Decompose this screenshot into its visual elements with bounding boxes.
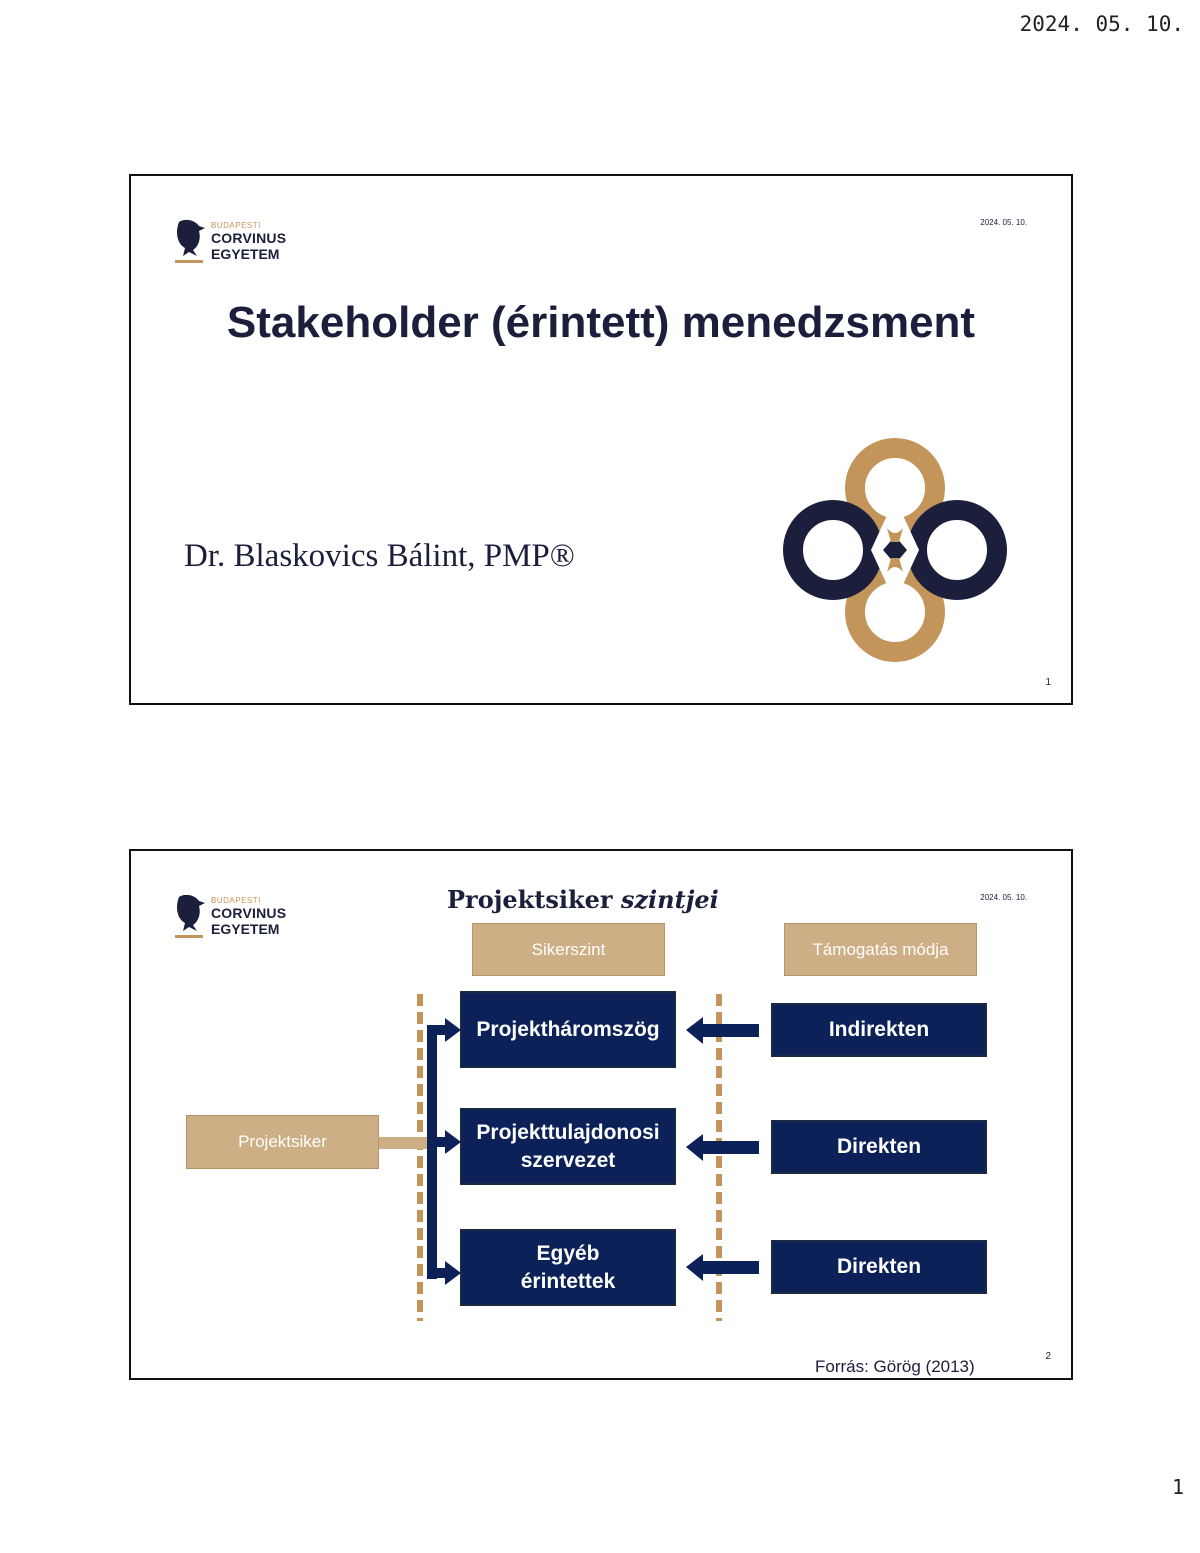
success-levels-diagram (379, 994, 759, 1321)
support-arrow-3 (686, 1254, 759, 1281)
support-box-3: Direkten (771, 1240, 987, 1294)
level-2-line-2: szervezet (520, 1148, 616, 1172)
bracket-spine (427, 1027, 437, 1279)
support-box-2: Direkten (771, 1120, 987, 1174)
raven-icon (175, 219, 205, 263)
root-connector (379, 1137, 427, 1149)
header-sikerszint: Sikerszint (472, 923, 665, 976)
level-box-2: Projekttulajdonosi szervezet (460, 1108, 676, 1185)
level-box-1: Projektháromszög (460, 991, 676, 1068)
root-projektsiker: Projektsiker (186, 1115, 379, 1169)
logo-line-corvinus: CORVINUS (211, 230, 287, 246)
level-1-line-1: Projektháromszög (476, 1017, 660, 1041)
source-citation: Forrás: Görög (2013) (815, 1357, 975, 1376)
level-3-line-2: érintettek (520, 1269, 616, 1293)
logo-line-egyetem: EGYETEM (211, 246, 280, 262)
logo-line-budapesti: BUDAPESTI (211, 221, 261, 230)
raven-icon (175, 894, 205, 938)
logo-line-corvinus: CORVINUS (211, 905, 287, 921)
level-2-line-1: Projekttulajdonosi (476, 1120, 660, 1144)
support-box-1: Indirekten (771, 1003, 987, 1057)
page-date: 2024. 05. 10. (1019, 12, 1184, 36)
slide-title: Projektsiker szintjei (447, 885, 719, 914)
bracket-arrow-1 (427, 1018, 461, 1042)
corvinus-emblem-icon (783, 438, 1007, 662)
slide-title-italic: szintjei (620, 885, 719, 914)
slide-2: BUDAPESTI CORVINUS EGYETEM 2024. 05. 10.… (129, 849, 1073, 1380)
logo-line-egyetem: EGYETEM (211, 921, 280, 937)
slide-date: 2024. 05. 10. (980, 218, 1027, 227)
slide-number: 1 (1045, 677, 1051, 688)
slide-title: Stakeholder (érintett) menedzsment (226, 298, 976, 347)
support-arrow-2 (686, 1134, 759, 1161)
author-name: Dr. Blaskovics Bálint, PMP® (184, 538, 575, 574)
bracket-arrow-3 (427, 1261, 461, 1285)
level-box-3: Egyéb érintettek (460, 1229, 676, 1306)
corvinus-logo: BUDAPESTI CORVINUS EGYETEM (173, 218, 313, 268)
level-3-line-1: Egyéb (536, 1241, 600, 1265)
slide-date: 2024. 05. 10. (980, 893, 1027, 902)
support-arrow-1 (686, 1017, 759, 1044)
bracket-arrow-2 (427, 1130, 461, 1154)
slide-1: BUDAPESTI CORVINUS EGYETEM 2024. 05. 10.… (129, 174, 1073, 705)
header-tamogatas-modja: Támogatás módja (784, 923, 977, 976)
page-number: 1 (1171, 1475, 1184, 1499)
slide-number: 2 (1045, 1351, 1051, 1362)
slide-title-main: Projektsiker (447, 885, 621, 914)
corvinus-logo: BUDAPESTI CORVINUS EGYETEM (173, 893, 313, 943)
logo-line-budapesti: BUDAPESTI (211, 896, 261, 905)
